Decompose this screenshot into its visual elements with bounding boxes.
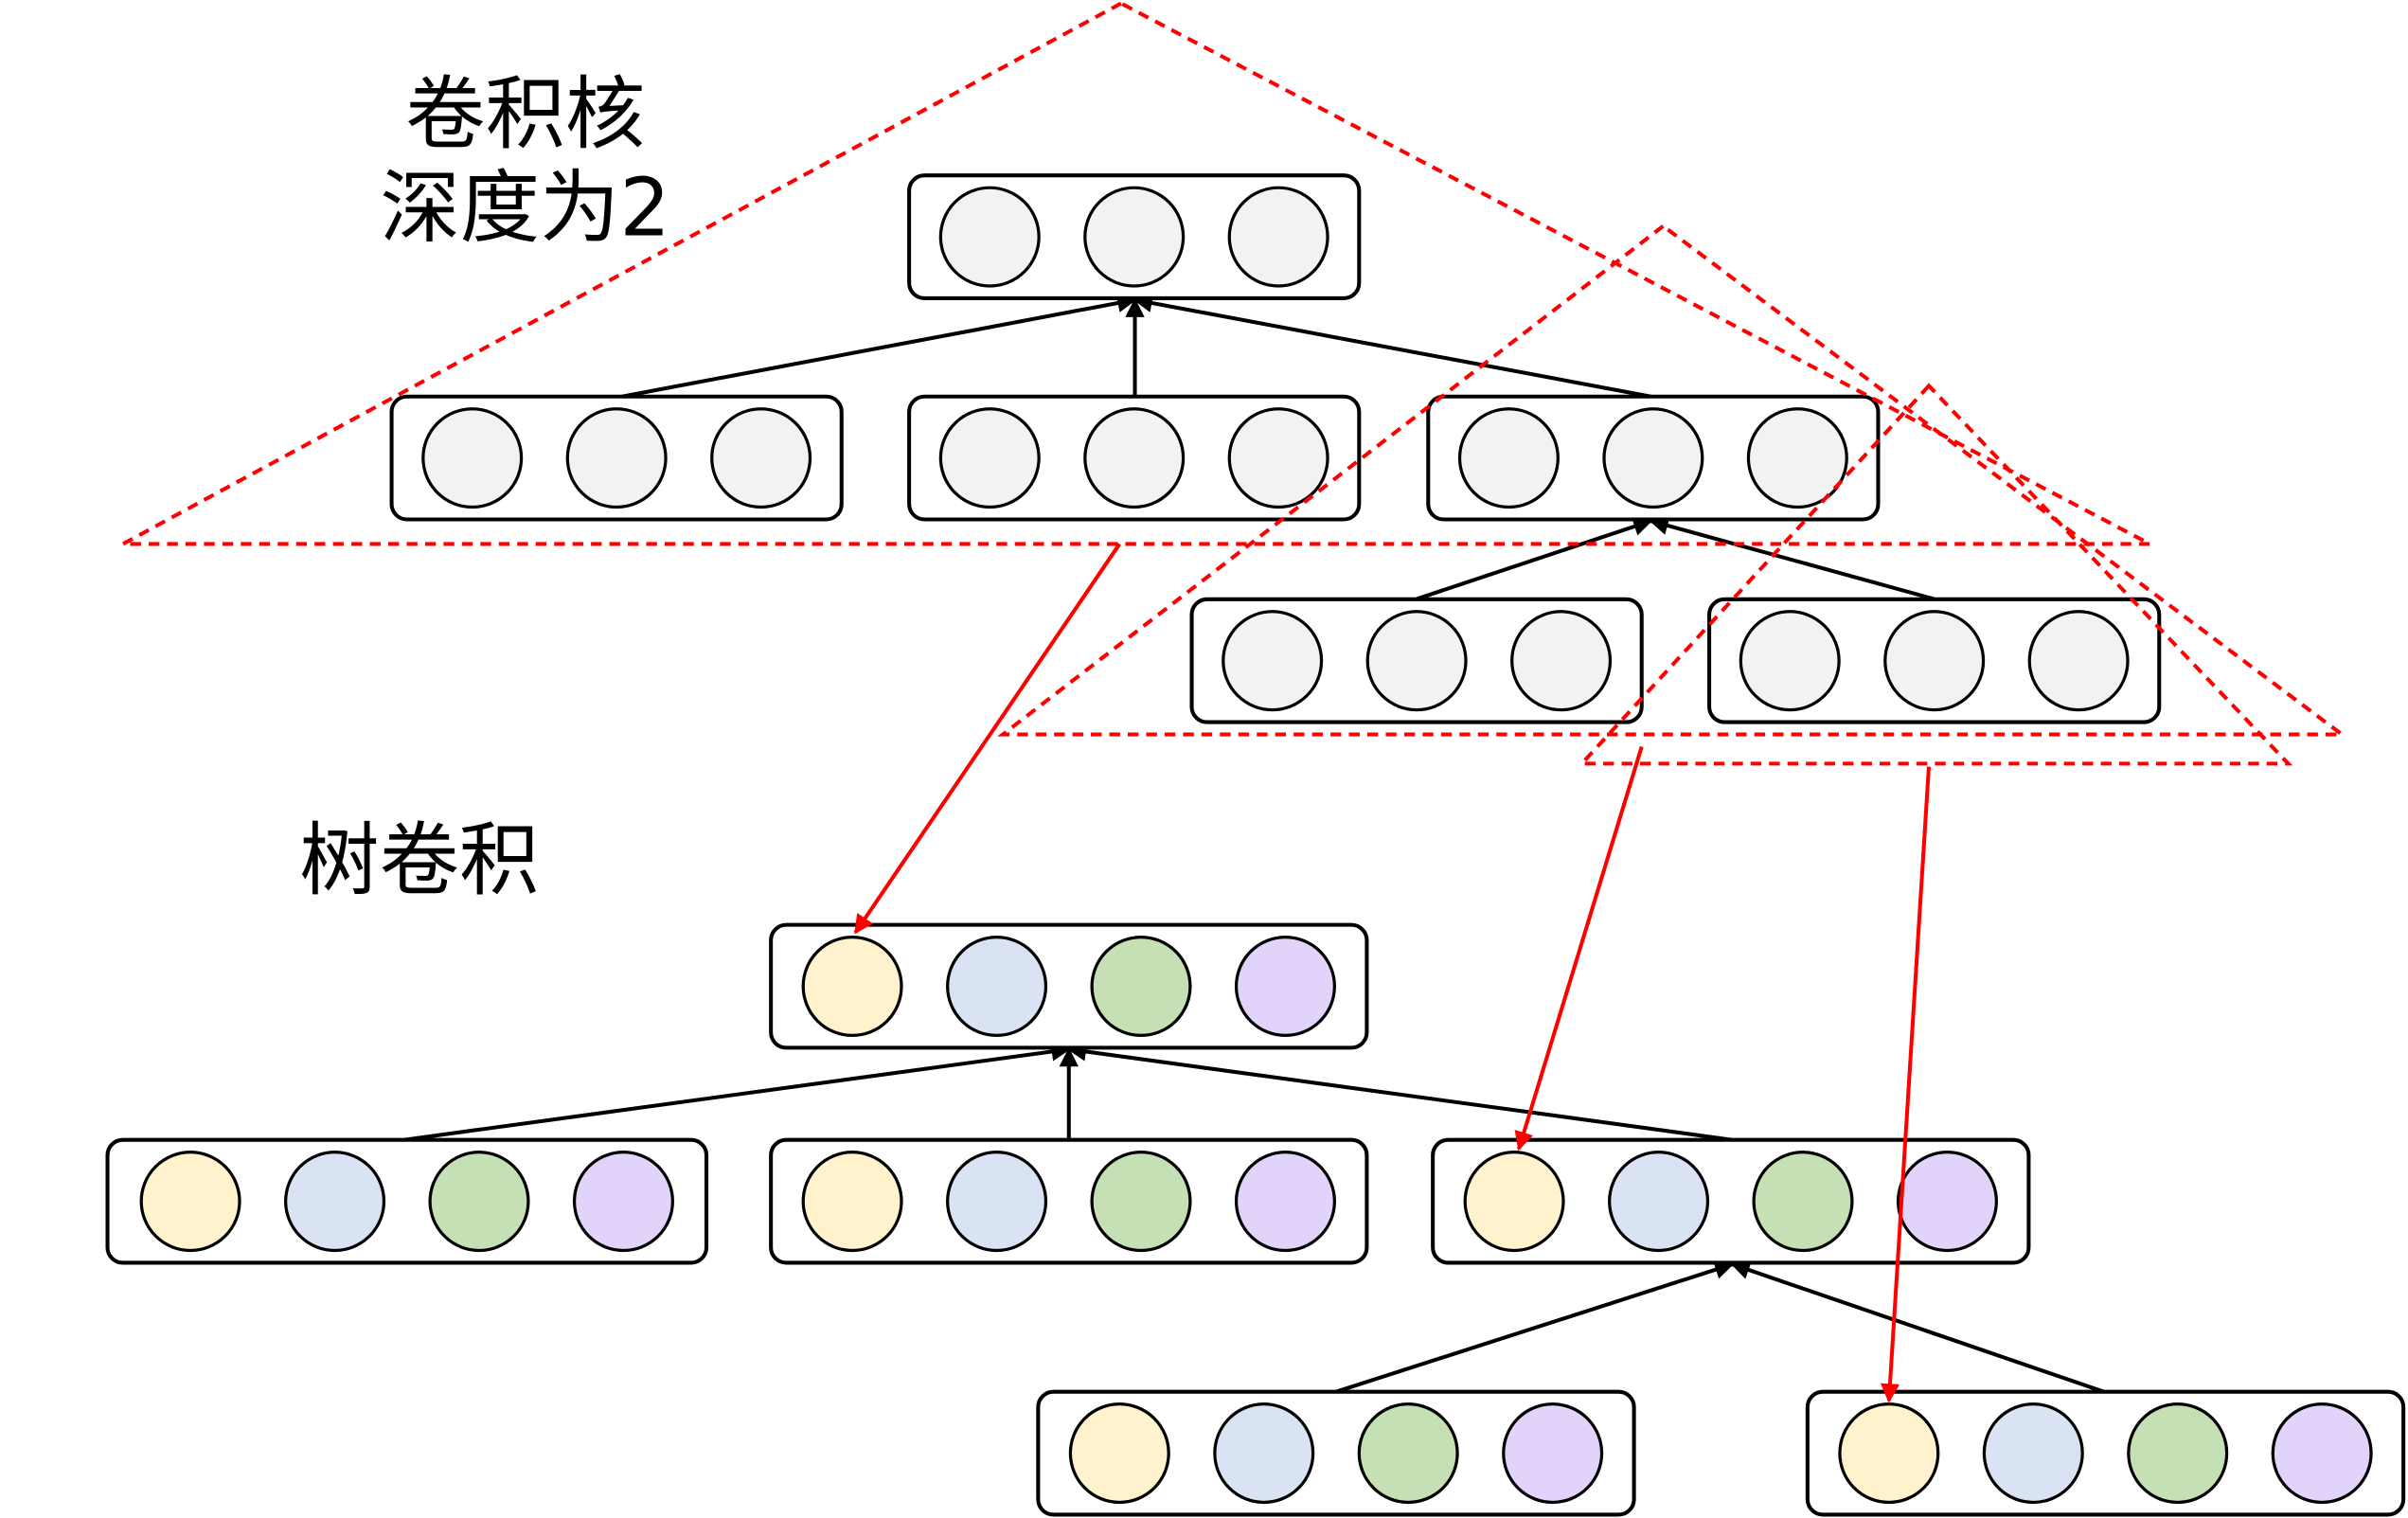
tree-node-k-grandchild-left (1189, 597, 1644, 724)
feature-circle-yellow (801, 936, 903, 1038)
tree-edge-k-child-right (1133, 293, 1651, 399)
mapping-arrow-3 (1880, 766, 1932, 1403)
feature-circle-gray (938, 407, 1041, 509)
kernel-window-3 (1577, 383, 2293, 766)
node-box (1431, 1137, 2031, 1265)
tree-edge-k-grandchild-right (1649, 516, 1936, 601)
feature-circle-gray (710, 407, 812, 509)
feature-circle-yellow (1068, 1402, 1170, 1505)
feature-circle-blue (1608, 1151, 1710, 1253)
tree-node-k-child-left (389, 394, 844, 522)
feature-circle-gray (421, 407, 524, 509)
feature-circle-gray (1083, 186, 1186, 288)
tree-node-f-child-right (1431, 1137, 2031, 1265)
feature-circle-green (1357, 1402, 1459, 1505)
tree-node-f-root (769, 922, 1369, 1050)
mapping-arrow-1 (853, 543, 1121, 935)
feature-circle-gray (1602, 407, 1704, 509)
kernel-window-2 (997, 223, 2348, 737)
mapping-arrow-2 (1514, 745, 1644, 1152)
feature-circle-yellow (801, 1151, 903, 1253)
feature-circle-gray (1222, 610, 1324, 712)
feature-circle-blue (284, 1151, 386, 1253)
tree-node-k-grandchild-right (1707, 597, 2162, 724)
tree-edge-f-grandchild-left (1335, 1260, 1735, 1394)
tree-edge-k-grandchild-left (1415, 517, 1653, 601)
feature-circle-gray (1739, 610, 1841, 712)
mapping-arrows (853, 543, 1932, 1403)
feature-circle-yellow (1463, 1151, 1565, 1253)
feature-circle-yellow (139, 1151, 241, 1253)
feature-circle-gray (1883, 610, 1986, 712)
feature-circle-green (1090, 936, 1192, 1038)
tree-node-k-root (907, 173, 1362, 300)
kernel-label-line2: 深度为2 (380, 161, 670, 254)
feature-circle-green (428, 1151, 530, 1253)
feature-circle-purple (1234, 936, 1336, 1038)
kernel-windows (121, 1, 2348, 766)
feature-circle-purple (1502, 1402, 1604, 1505)
tree-nodes (105, 173, 2406, 1517)
feature-circle-purple (1234, 1151, 1336, 1253)
feature-circle-purple (2271, 1402, 2373, 1505)
feature-circle-gray (938, 186, 1041, 288)
feature-circle-gray (1227, 407, 1329, 509)
feature-circle-yellow (1838, 1402, 1940, 1505)
tree-edge-f-child-left (403, 1042, 1071, 1142)
feature-circle-gray (565, 407, 668, 509)
feature-circle-gray (1365, 610, 1468, 712)
tree-node-f-grandchild-right (1805, 1389, 2406, 1517)
node-box (769, 1137, 1369, 1265)
feature-circle-purple (1896, 1151, 1998, 1253)
feature-circle-blue (1982, 1402, 2084, 1505)
feature-circle-green (1752, 1151, 1854, 1253)
tree-edge-f-grandchild-right (1730, 1260, 2105, 1394)
feature-circle-gray (1510, 610, 1613, 712)
feature-circle-gray (1083, 407, 1186, 509)
tree-convolution-label: 树卷积 (299, 814, 539, 907)
node-box (105, 1137, 709, 1265)
tree-node-k-child-right (1426, 394, 1881, 522)
kernel-label-line1: 卷积核 (405, 68, 645, 161)
feature-circle-blue (946, 936, 1048, 1038)
feature-circle-blue (946, 1151, 1048, 1253)
node-box (1805, 1389, 2406, 1517)
feature-circle-blue (1213, 1402, 1315, 1505)
tree-node-f-child-left (105, 1137, 709, 1265)
feature-circle-gray (1457, 407, 1560, 509)
tree-node-k-child-middle (907, 394, 1362, 522)
tree-node-f-child-middle (769, 1137, 1369, 1265)
tree-edges (403, 293, 2105, 1394)
tree-edge-f-child-right (1066, 1042, 1733, 1142)
feature-circle-gray (1227, 186, 1329, 288)
tree-node-f-grandchild-left (1036, 1389, 1636, 1517)
tree-edge-k-child-left (621, 293, 1137, 399)
feature-circle-gray (2027, 610, 2130, 712)
feature-circle-green (1090, 1151, 1192, 1253)
feature-circle-gray (1746, 407, 1848, 509)
feature-circle-purple (572, 1151, 674, 1253)
node-box (769, 922, 1369, 1050)
feature-circle-green (2127, 1402, 2229, 1505)
kernel-window-1 (121, 1, 2151, 546)
node-box (1036, 1389, 1636, 1517)
